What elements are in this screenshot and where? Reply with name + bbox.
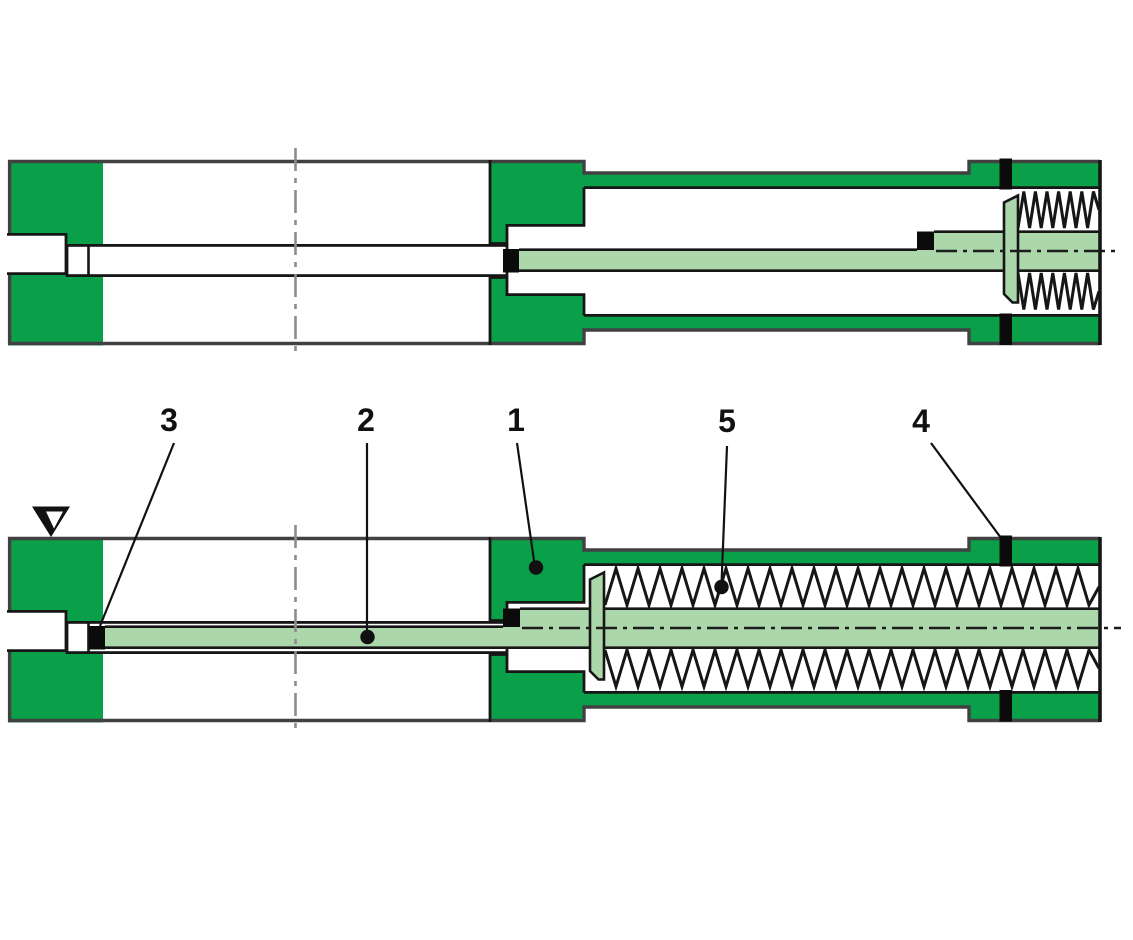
end-seal-ring-lower <box>999 313 1012 345</box>
end-seal-ring-upper <box>999 535 1012 567</box>
end-seal-ring-lower <box>999 690 1012 722</box>
end-seal-ring-upper <box>999 158 1012 190</box>
end-boss-upper <box>969 160 1100 188</box>
piston-rod-thin <box>519 249 934 271</box>
spring-washer <box>588 570 606 681</box>
gland-block-lower <box>490 653 585 722</box>
part-callouts: 3 2 1 5 4 <box>98 402 1002 645</box>
bottom-view-spring-extended <box>7 506 1121 735</box>
part-label-2: 2 <box>357 402 375 438</box>
rod-guide-channel <box>65 243 509 277</box>
return-spring-lower-extended <box>603 644 1101 692</box>
gland-block-upper <box>490 161 585 245</box>
housing-top-profile <box>8 159 1100 175</box>
gland-block-lower <box>490 276 585 345</box>
gland-outline-upper <box>488 160 586 245</box>
leader-line-5 <box>720 445 729 585</box>
gland-block-upper <box>490 538 585 622</box>
leader-dot-1 <box>528 560 544 575</box>
housing-bottom-profile <box>8 705 1100 723</box>
piston-rod-thin <box>105 626 520 648</box>
leader-line-1 <box>515 442 536 565</box>
gland-outline-lower <box>488 653 586 722</box>
part-label-4: 4 <box>912 403 930 439</box>
return-spring-lower-compressed <box>1016 272 1101 310</box>
leader-dot-2 <box>360 629 375 645</box>
part-label-3: 3 <box>160 402 178 438</box>
part-label-5: 5 <box>718 403 736 439</box>
datum-triangle-inner <box>46 511 63 529</box>
datum-triangle-icon <box>32 506 70 537</box>
gland-outline-lower <box>488 276 586 345</box>
end-boss-upper <box>969 537 1100 565</box>
rod-step-seal <box>503 608 520 627</box>
top-view-spring-compressed <box>7 148 1121 357</box>
rod-end-seal <box>503 249 519 273</box>
leader-line-3 <box>98 442 176 627</box>
spring-washer <box>1002 193 1020 304</box>
housing-top-profile <box>8 536 1100 552</box>
end-boss-lower <box>969 692 1100 722</box>
end-boss-lower <box>969 315 1100 345</box>
leader-line-4 <box>930 442 1002 539</box>
part-label-1: 1 <box>507 402 525 438</box>
housing-bottom-profile <box>8 328 1100 346</box>
port-notch <box>7 233 68 275</box>
rod-end-seal <box>89 626 105 650</box>
return-spring-upper-extended <box>603 563 1101 611</box>
rod-step-seal <box>917 231 934 250</box>
return-spring-upper-compressed <box>1016 191 1101 229</box>
port-notch <box>7 610 68 652</box>
leader-dot-5 <box>714 579 729 595</box>
